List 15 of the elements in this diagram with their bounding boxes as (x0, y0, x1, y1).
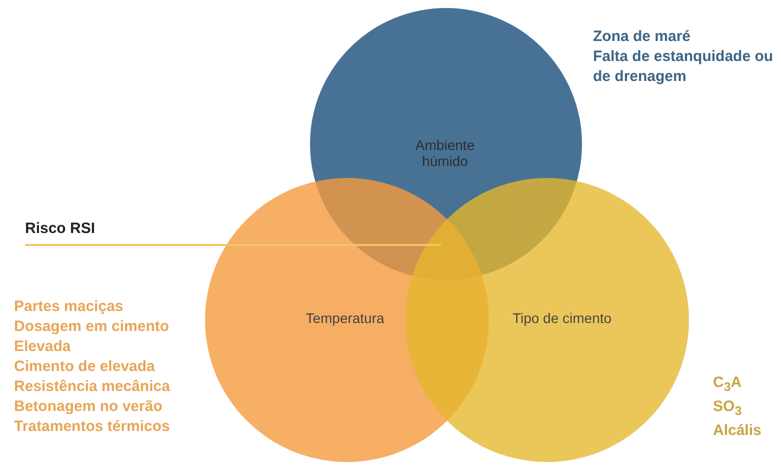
factor-text: Tratamentos térmicos (14, 417, 171, 437)
factor-text: Betonagem no verão (14, 397, 164, 417)
risk-label: Risco RSI (25, 219, 96, 245)
factor-text: Alcális (713, 421, 762, 441)
leader-line (25, 244, 441, 246)
factor-text: Dosagem em cimento Elevada (14, 317, 170, 357)
factor-text: C$_{3}$A (713, 373, 743, 396)
factor-text: Cimento de elevada Resistência mecânica (14, 357, 171, 397)
factor-text: Falta de estanquidade ou de drenagem (593, 47, 774, 87)
circle-label: Temperatura (306, 310, 384, 326)
factor-text: Partes maciças (14, 297, 124, 317)
factor-text: Zona de maré (593, 27, 692, 47)
circle-label: Tipo de cimento (512, 310, 612, 326)
circle-label: Ambiente húmido (414, 137, 476, 169)
factor-text: SO$_{3}$ (713, 397, 743, 420)
